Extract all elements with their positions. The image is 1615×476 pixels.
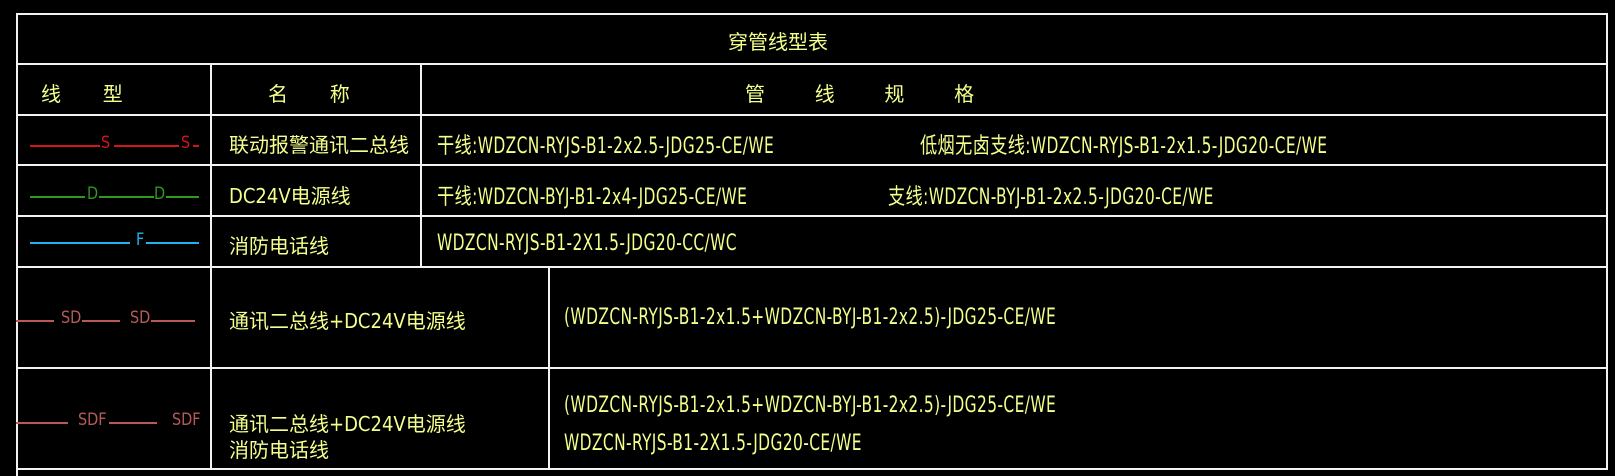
row-name: 消防电话线 [229,234,329,258]
table-border-top [16,13,1608,15]
row-divider [16,63,1608,65]
spec-main: 干线:WDZCN-RYJS-B1-2x2.5-JDG25-CE/WE [437,134,775,159]
table-title: 穿管线型表 [728,30,828,54]
row-divider [16,114,1608,116]
line-type-sdf-sample: SDF SDF [16,410,210,432]
spec-branch: 低烟无卤支线:WDZCN-RYJS-B1-2x1.5-JDG20-CE/WE [920,134,1328,159]
spec-line2: WDZCN-RYJS-B1-2X1.5-JDG20-CE/WE [564,431,862,456]
column-divider [420,63,422,267]
row-divider [16,164,1608,166]
row-name: 联动报警通讯二总线 [229,133,409,157]
header-line-type: 线 型 [41,82,141,106]
spec-line1: (WDZCN-RYJS-B1-2x1.5+WDZCN-BYJ-B1-2x2.5)… [564,393,1057,418]
row-name-line2: 消防电话线 [229,438,329,462]
spec-branch: 支线:WDZCN-BYJ-B1-2x2.5-JDG20-CE/WE [888,185,1214,210]
row-name: DC24V电源线 [229,184,351,208]
line-type-label: D [154,184,166,204]
line-type-label: SDF [78,410,107,430]
line-type-sd-sample: SD SD [16,308,210,330]
line-type-label: SD [61,308,82,328]
header-name: 名 称 [268,82,368,106]
header-spec: 管 线 规 格 [745,82,997,106]
row-divider [16,468,1608,470]
column-divider [210,63,212,469]
line-type-d-sample: D D [30,184,200,206]
line-type-label: S [181,133,191,153]
table-border-left [16,13,18,476]
row-divider [16,266,1608,268]
row-name: 通讯二总线+DC24V电源线 [229,309,466,333]
line-type-label: SDF [172,410,201,430]
row-divider [16,367,1608,369]
row-name-line1: 通讯二总线+DC24V电源线 [229,412,466,436]
spec-main: WDZCN-RYJS-B1-2X1.5-JDG20-CC/WC [437,231,737,256]
line-type-f-sample: F [30,230,200,252]
spec-main: (WDZCN-RYJS-B1-2x1.5+WDZCN-BYJ-B1-2x2.5)… [564,305,1057,330]
line-type-label: F [136,230,145,250]
line-type-label: SD [130,308,151,328]
spec-main: 干线:WDZCN-BYJ-B1-2x4-JDG25-CE/WE [437,185,748,210]
line-type-s-sample: S S [30,133,200,155]
line-type-label: S [101,133,111,153]
column-divider [548,266,550,469]
table-border-right [1606,13,1608,470]
row-divider [16,215,1608,217]
line-type-label: D [87,184,99,204]
